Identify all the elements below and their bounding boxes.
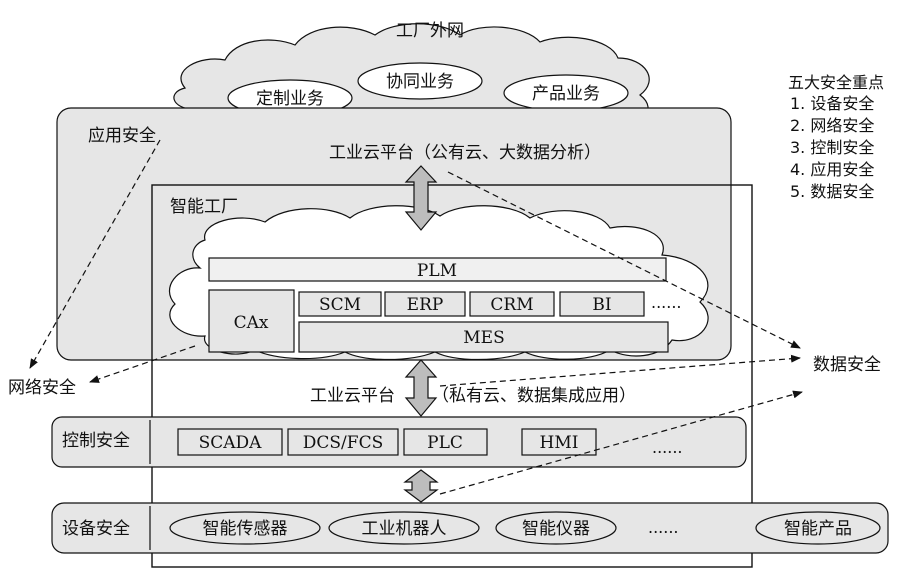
- service-collab-label: 协同业务: [386, 72, 454, 92]
- cax-box: [208, 289, 295, 353]
- industrial-robot-ellipse: [328, 511, 480, 545]
- dashed-arrow-private-to-data: [439, 354, 801, 387]
- industrial-robot-label: 工业机器人: [362, 519, 447, 539]
- crm-label: CRM: [490, 295, 533, 315]
- smart-sensor-ellipse: [169, 511, 321, 545]
- scm-box: [298, 291, 382, 317]
- scm-label: SCM: [319, 295, 361, 315]
- public-cloud-label: 工业云平台（公有云、大数据分析）: [329, 143, 601, 163]
- dashed-arrows: [29, 139, 803, 495]
- dcs-fcs-label: DCS/FCS: [303, 433, 383, 453]
- systems-more: ......: [651, 293, 682, 312]
- key-point-item: 1. 设备安全: [790, 94, 874, 113]
- plm-label: PLM: [417, 261, 457, 281]
- key-point-item: 5. 数据安全: [790, 182, 874, 201]
- double-arrow-cloud-factory: [404, 165, 438, 231]
- service-collab: 协同业务: [357, 62, 483, 100]
- service-product-label: 产品业务: [532, 84, 600, 104]
- double-arrow-control-device: [403, 469, 439, 503]
- plc-label: PLC: [427, 433, 463, 453]
- key-point-item: 2. 网络安全: [790, 116, 874, 135]
- application-security-label: 应用安全: [88, 126, 156, 146]
- private-cloud-label: 工业云平台: [310, 386, 395, 406]
- external-network-title: 工厂外网: [396, 21, 464, 41]
- plc-box: [403, 428, 488, 456]
- hmi-label: HMI: [540, 433, 579, 453]
- scada-label: SCADA: [199, 433, 263, 453]
- mes-bar: [298, 321, 669, 353]
- control-more: ......: [652, 438, 683, 457]
- smart-product-ellipse: [755, 511, 881, 545]
- control-security-layer: [51, 416, 747, 468]
- service-custom-label: 定制业务: [256, 89, 324, 109]
- device-security-label: 设备安全: [62, 519, 130, 539]
- smart-product-label: 智能产品: [784, 519, 852, 539]
- smart-sensor-label: 智能传感器: [203, 519, 288, 539]
- dashed-arrow-cax-to-network: [89, 345, 196, 383]
- double-arrow-factory-control: [404, 359, 438, 417]
- service-product: 产品业务: [503, 74, 629, 112]
- bi-box: [559, 291, 645, 317]
- network-security-label: 网络安全: [8, 378, 76, 398]
- key-points-heading: 五大安全重点: [788, 73, 884, 92]
- control-security-label: 控制安全: [62, 431, 130, 451]
- data-security-label: 数据安全: [813, 355, 881, 375]
- smart-factory-label: 智能工厂: [170, 197, 238, 217]
- dashed-arrow-app-to-network: [29, 139, 161, 369]
- key-point-item: 4. 应用安全: [790, 160, 874, 179]
- key-point-item: 3. 控制安全: [790, 138, 874, 157]
- cax-label: CAx: [234, 313, 269, 333]
- dcs-fcs-box: [287, 428, 399, 456]
- mes-label: MES: [463, 328, 504, 348]
- key-points-list: 五大安全重点 1. 设备安全 2. 网络安全 3. 控制安全 4. 应用安全 5…: [788, 73, 884, 201]
- crm-box: [469, 291, 555, 317]
- plm-bar: [208, 257, 667, 282]
- smart-instrument-ellipse: [495, 511, 617, 545]
- private-cloud-detail: （私有云、数据集成应用）: [432, 386, 636, 406]
- scada-box: [177, 428, 283, 456]
- erp-box: [384, 291, 466, 317]
- bi-label: BI: [592, 295, 611, 315]
- dashed-arrow-device-to-data: [439, 390, 803, 495]
- smart-factory-frame: [151, 184, 753, 568]
- erp-label: ERP: [407, 295, 444, 315]
- hmi-box: [521, 428, 597, 456]
- device-more: ......: [648, 518, 679, 537]
- smart-instrument-label: 智能仪器: [522, 519, 590, 539]
- dashed-arrow-public-to-data: [447, 171, 801, 349]
